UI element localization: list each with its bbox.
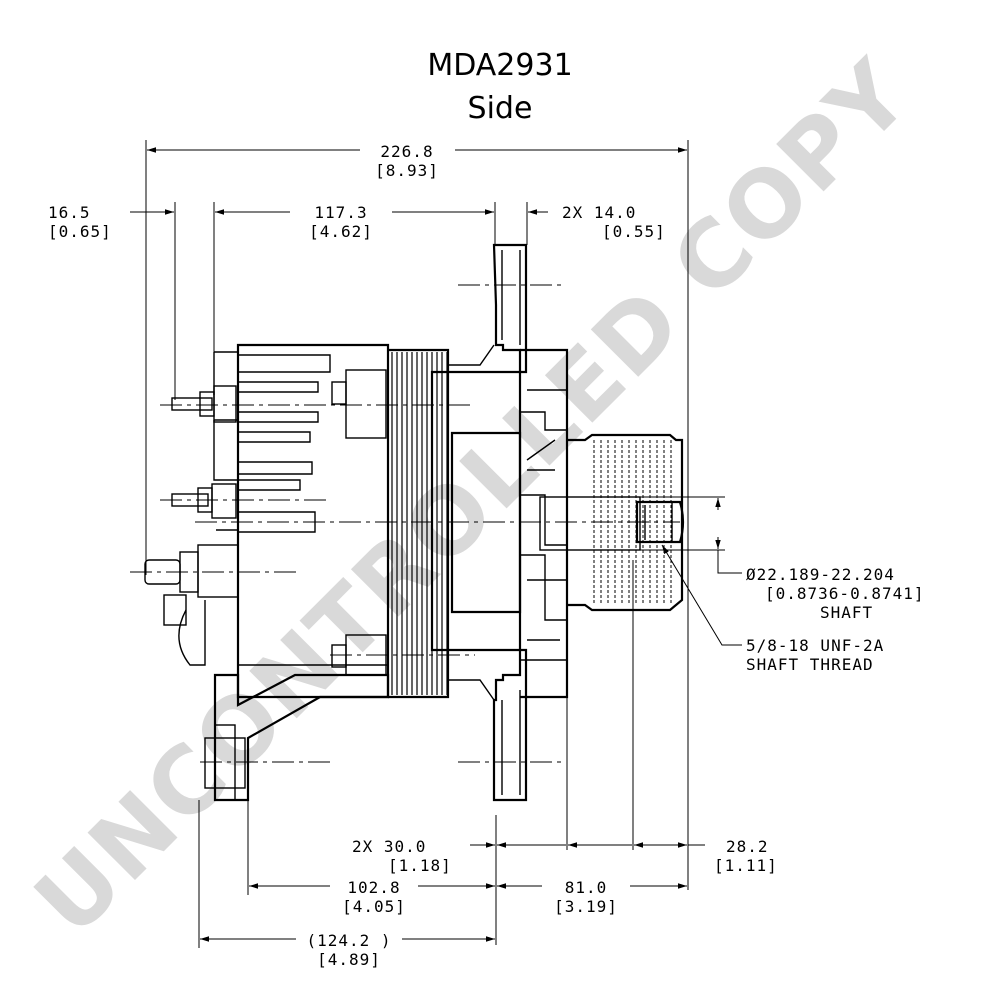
dimension-labels: 226.8 [8.93] 16.5 [0.65] 117.3 [4.62] 2X… xyxy=(48,142,925,969)
alternator-body xyxy=(130,243,685,802)
ear-width-label: 2X 14.0 xyxy=(562,203,636,222)
shaft-extension-label: 28.2 xyxy=(726,837,769,856)
overall-length-inch-label: [8.93] xyxy=(375,161,439,180)
shaft-diameter-label: Ø22.189-22.204 xyxy=(746,565,895,584)
ear-spacing-label: 2X 30.0 xyxy=(352,837,426,856)
ear-spacing-inch-label: [1.18] xyxy=(388,856,452,875)
ear-width-inch-label: [0.55] xyxy=(602,222,666,241)
foot-to-ear-label: 102.8 xyxy=(347,878,400,897)
ear-to-end-inch-label: [3.19] xyxy=(554,897,618,916)
watermark: UNCONTROLLED COPY xyxy=(15,40,931,956)
terminal-studs xyxy=(144,385,239,700)
terminal-offset-label: 16.5 xyxy=(48,203,91,222)
shaft-diameter-inch-label: [0.8736-0.8741] xyxy=(765,584,925,603)
overall-length-label: 226.8 xyxy=(380,142,433,161)
thread-label: SHAFT THREAD xyxy=(746,655,874,674)
housing-length-label: 117.3 xyxy=(314,203,367,222)
drawing-title: MDA2931 xyxy=(427,48,572,83)
base-length-label: (124.2 ) xyxy=(306,931,391,950)
terminal-offset-inch-label: [0.65] xyxy=(48,222,112,241)
thread-spec-label: 5/8-18 UNF-2A xyxy=(746,636,884,655)
housing-length-inch-label: [4.62] xyxy=(309,222,373,241)
shaft-extension-inch-label: [1.11] xyxy=(714,856,778,875)
foot-to-ear-inch-label: [4.05] xyxy=(342,897,406,916)
shaft-label: SHAFT xyxy=(820,603,873,622)
base-length-inch-label: [4.89] xyxy=(317,950,381,969)
ear-to-end-label: 81.0 xyxy=(565,878,608,897)
drawing-subtitle: Side xyxy=(468,91,533,126)
